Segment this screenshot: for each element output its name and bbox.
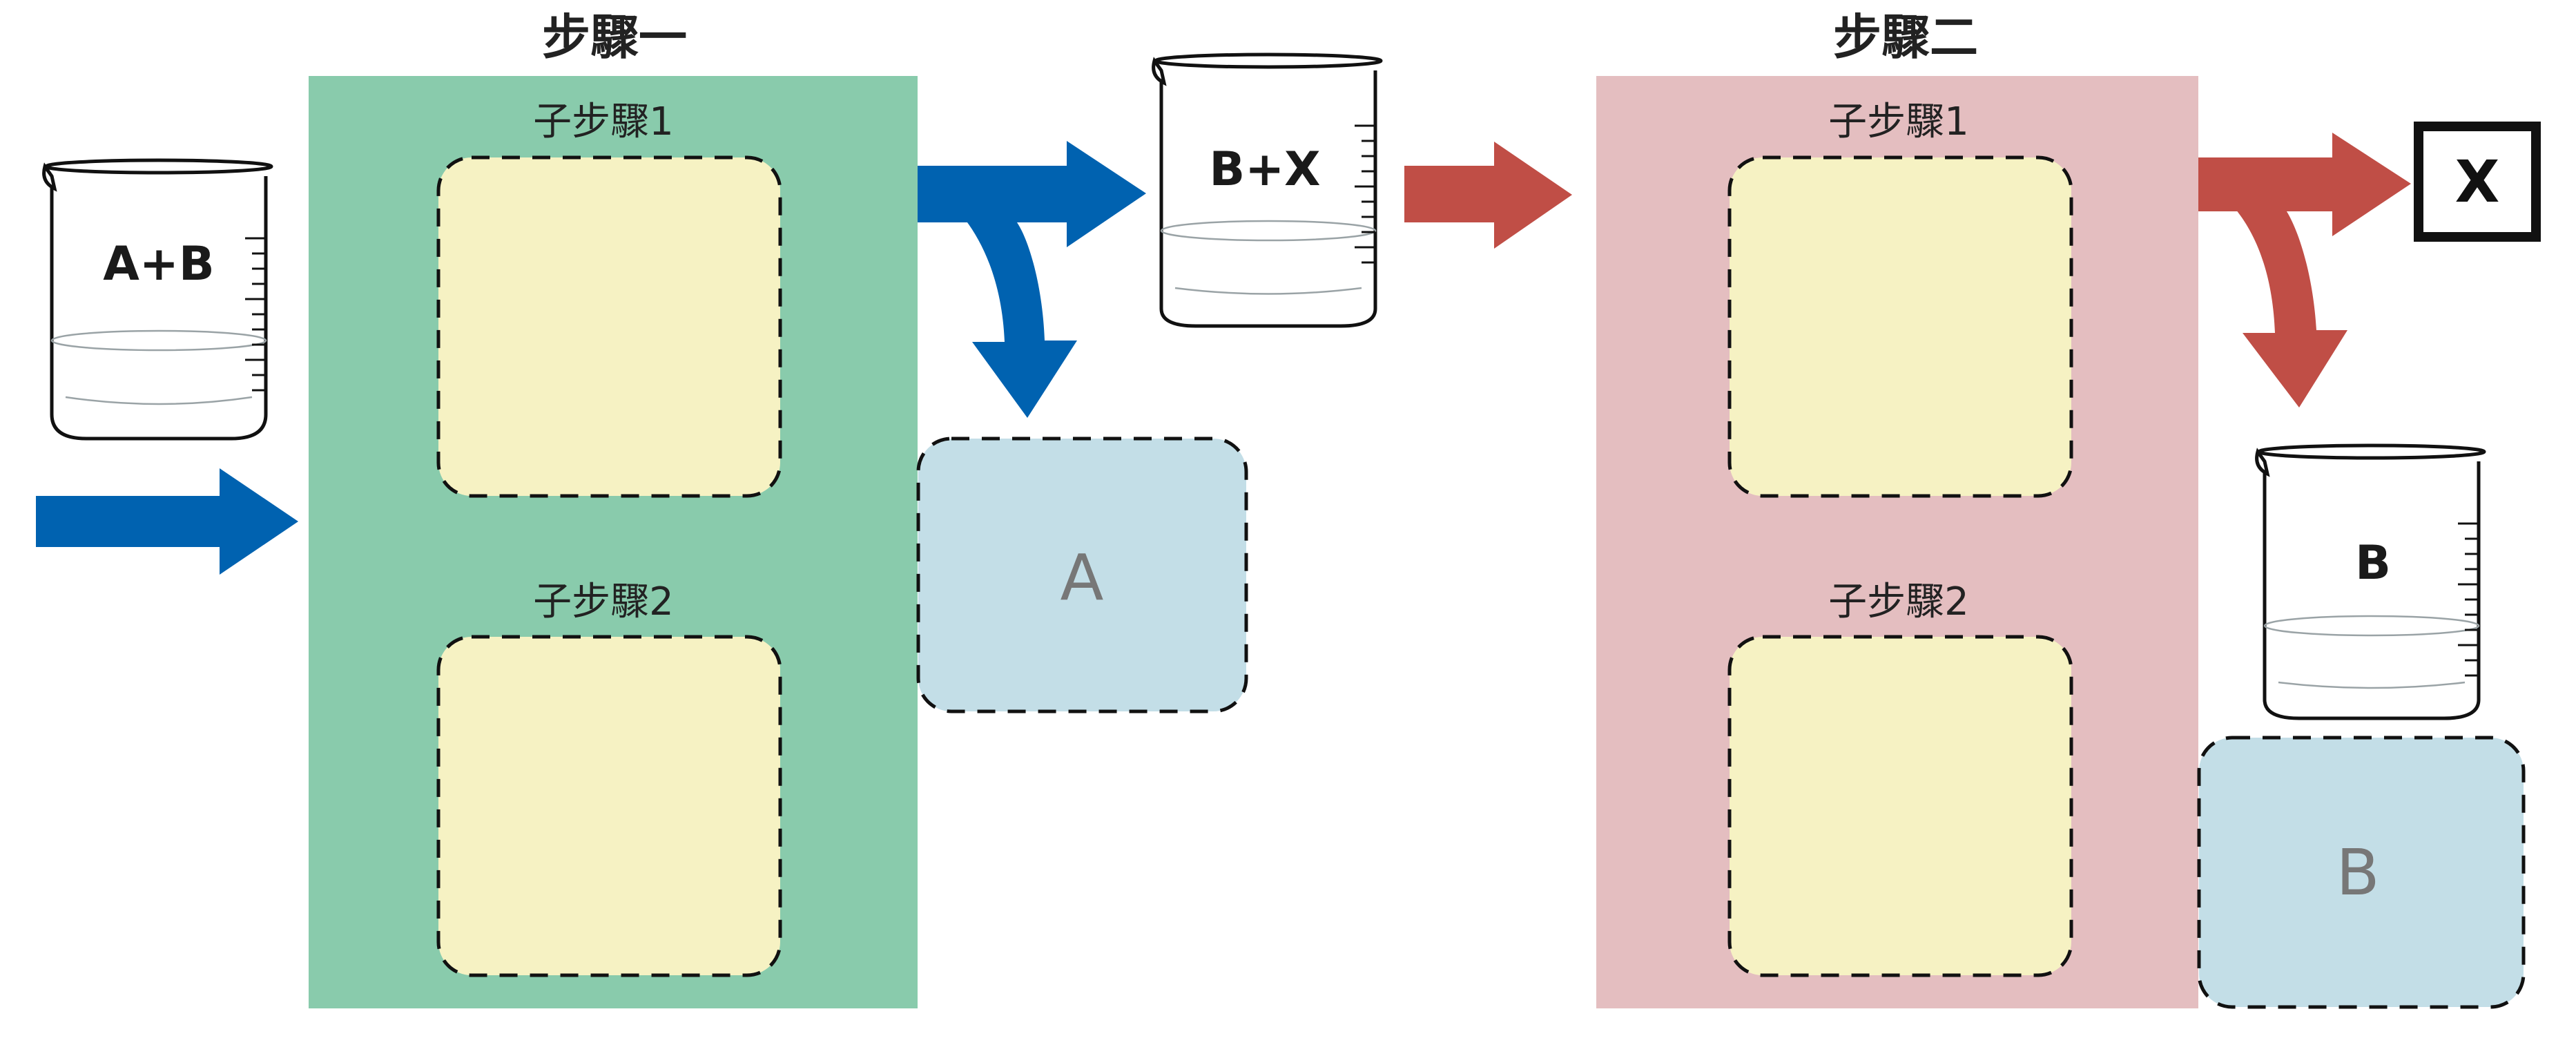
step2-product-box bbox=[2414, 122, 2541, 242]
step2-product-label: X bbox=[2455, 148, 2500, 215]
split-arrow-icon-step1-right bbox=[918, 141, 1146, 247]
step2-substep2-box bbox=[1727, 635, 2073, 977]
step2-output-label: B bbox=[2336, 836, 2379, 910]
step1-output-label: A bbox=[1061, 541, 1104, 615]
beaker-icon-middle bbox=[1152, 52, 1383, 328]
step2-substep2-label: 子步驟2 bbox=[1828, 579, 1969, 624]
arrow-right-icon-step2-input bbox=[1404, 142, 1572, 249]
step1-output-box bbox=[916, 437, 1248, 713]
step1-substep1-label: 子步驟1 bbox=[533, 99, 674, 144]
step1-substep1-box bbox=[436, 155, 782, 498]
beaker-final-label: B bbox=[2355, 536, 2391, 591]
step1-title: 步驟一 bbox=[542, 9, 687, 66]
beaker-icon-final bbox=[2255, 443, 2486, 720]
step2-title: 步驟二 bbox=[1833, 9, 1978, 66]
split-arrow-icon-step1-down bbox=[965, 220, 1077, 418]
beaker-middle-label: B+X bbox=[1209, 142, 1320, 197]
split-arrow-icon-step2-down bbox=[2236, 209, 2347, 408]
step2-output-box bbox=[2197, 736, 2526, 1009]
step2-substep1-label: 子步驟1 bbox=[1828, 99, 1969, 144]
step1-substep2-label: 子步驟2 bbox=[533, 579, 674, 624]
split-arrow-icon-step2-right bbox=[2198, 133, 2411, 236]
beaker-input-label: A+B bbox=[103, 237, 214, 291]
step2-substep1-box bbox=[1727, 155, 2073, 498]
beaker-icon-input bbox=[42, 158, 273, 441]
step1-substep2-box bbox=[436, 635, 782, 977]
arrow-right-icon-input bbox=[36, 468, 298, 575]
